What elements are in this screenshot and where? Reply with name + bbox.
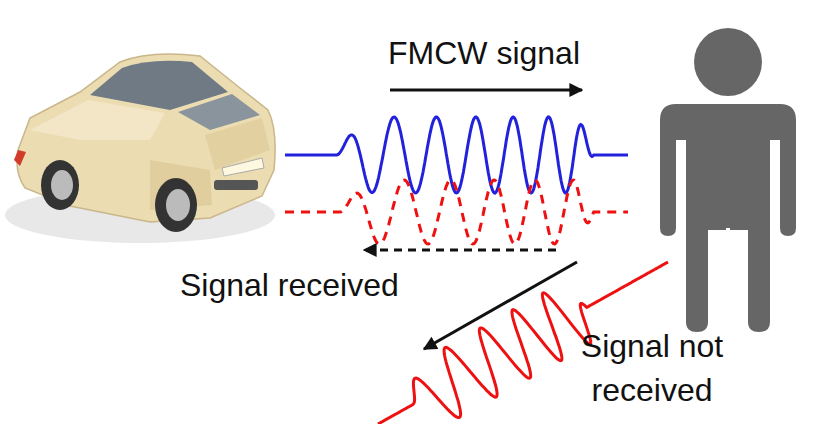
signal-label: FMCW signal (388, 34, 580, 72)
miss-arrow (424, 262, 577, 349)
car (5, 54, 275, 243)
person (660, 28, 796, 332)
signal-label: Signal received (180, 266, 399, 304)
rx-arrow (364, 249, 556, 252)
fmcw-wave (285, 117, 628, 193)
echo-wave (285, 180, 628, 244)
signal-label: Signal not received (552, 324, 752, 412)
tx-arrow (390, 89, 582, 92)
